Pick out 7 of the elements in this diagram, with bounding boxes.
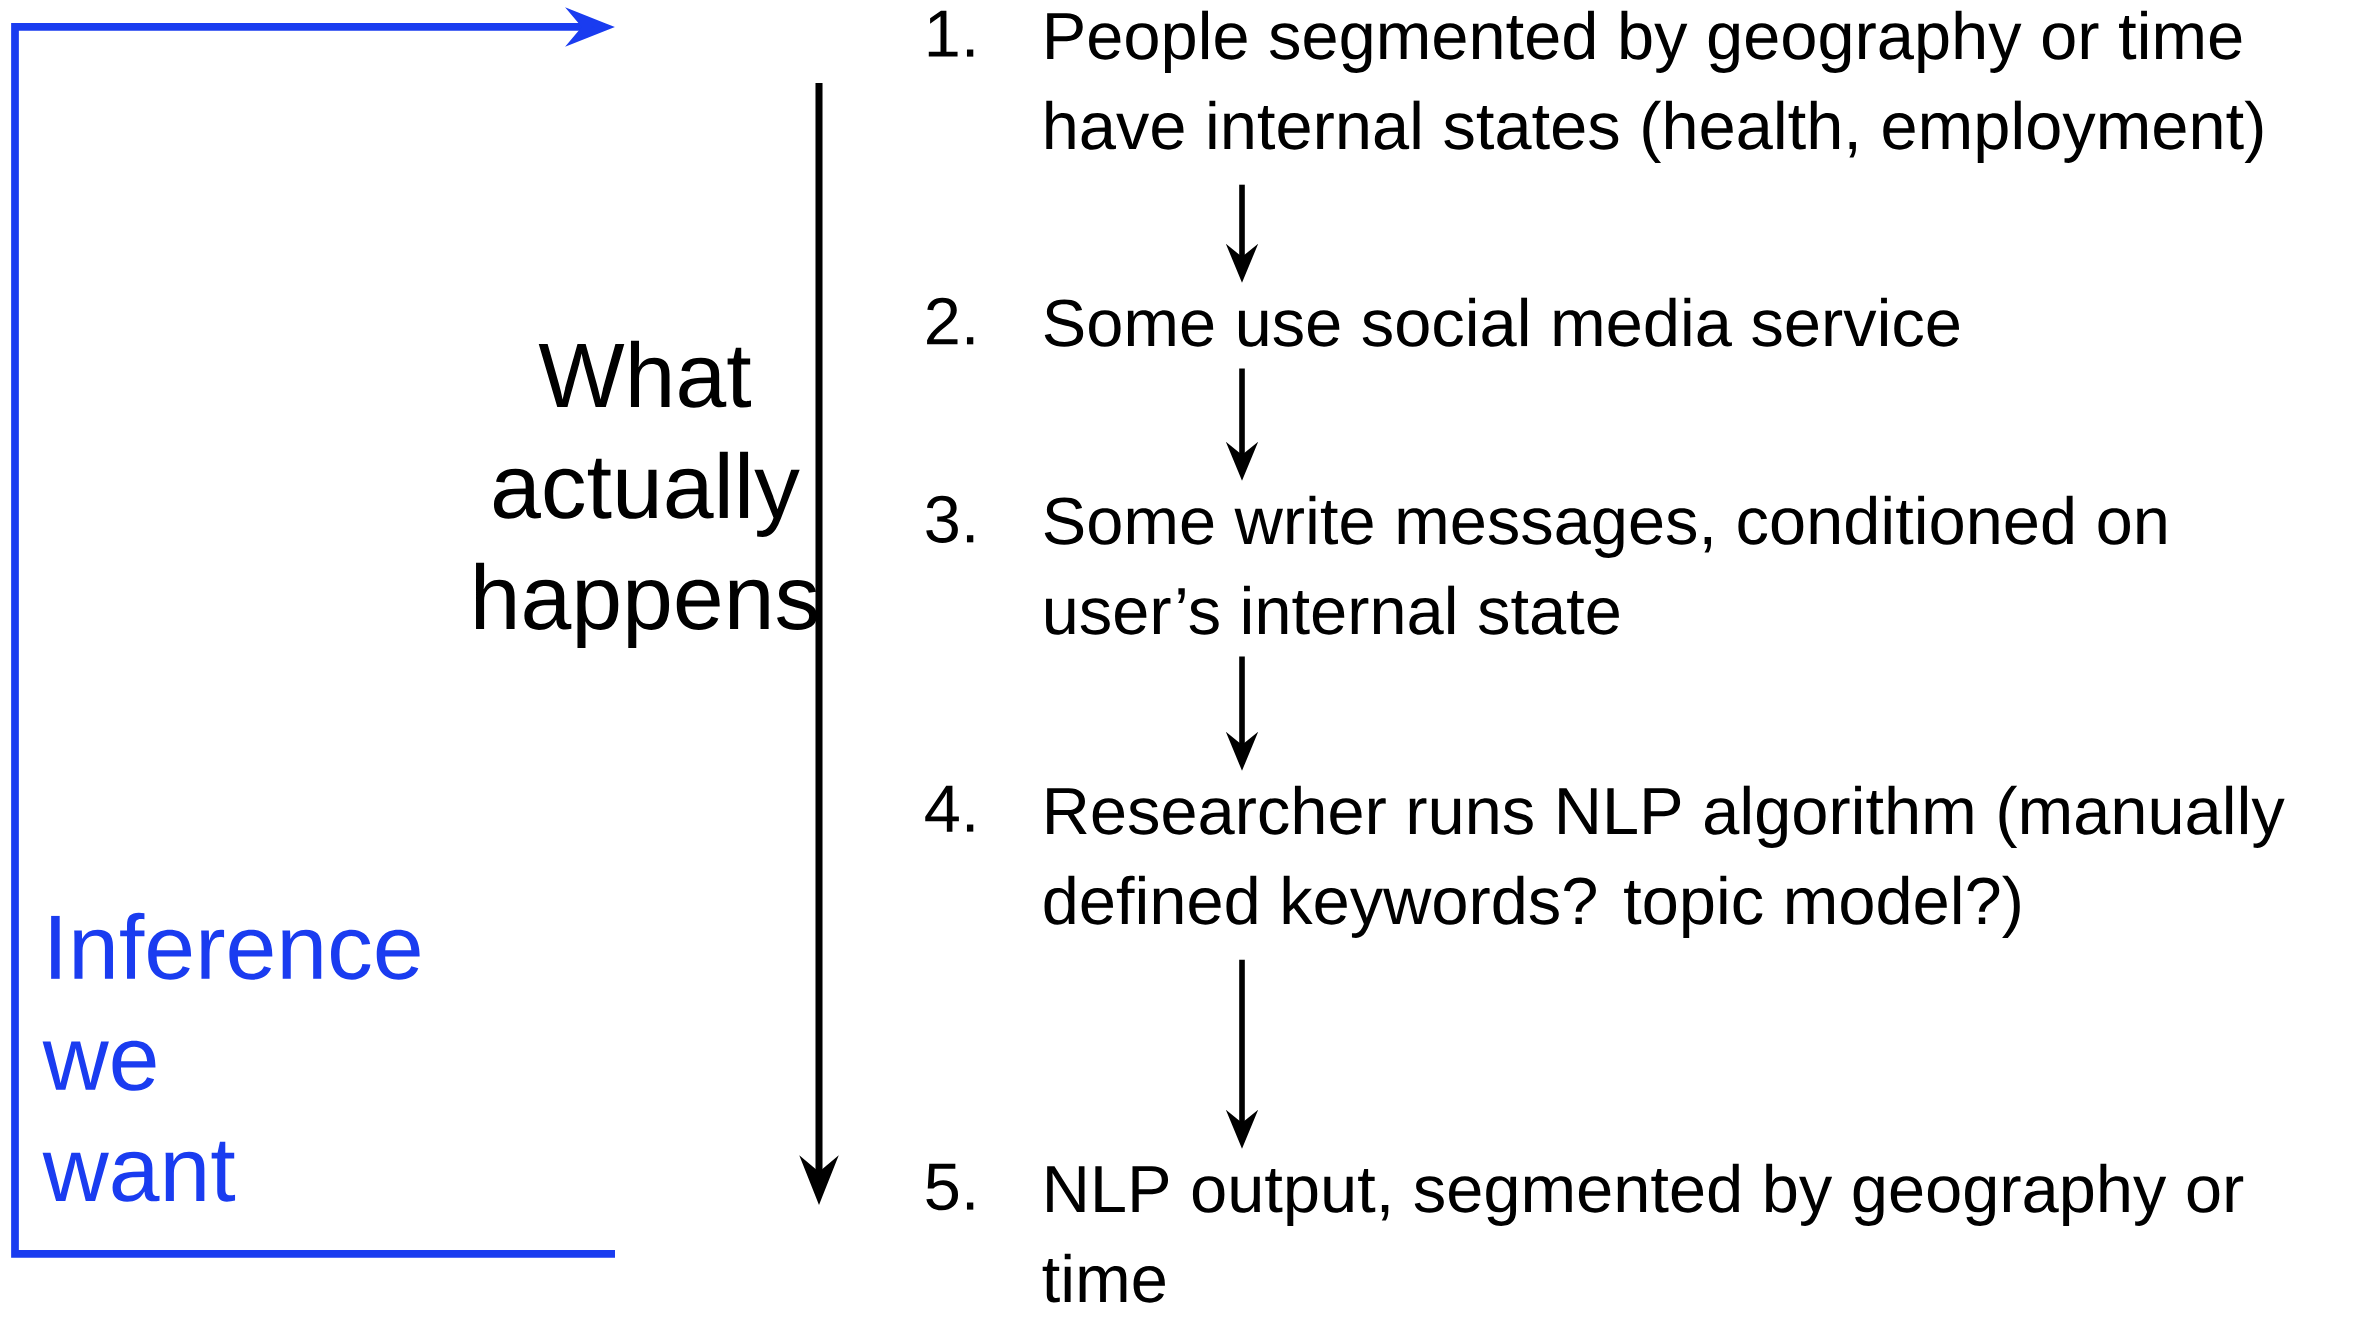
list-item: 5. NLP output, segmented by geography or time [926, 1163, 2244, 1303]
list-item: 4. Researcher runs NLP algorithm (manually defined keywords? topic model?) [925, 785, 2285, 938]
list-item: 2. Some use social media service [927, 297, 1959, 347]
side-label: What actually happens [476, 340, 817, 648]
side-label: Inference we want [42, 912, 420, 1202]
list-item: 1. People segmented by geography or time have internal states (health, employment) [928, 10, 2263, 163]
list-item: 3. Some write messages, conditioned on user’s internal state [926, 495, 2166, 635]
